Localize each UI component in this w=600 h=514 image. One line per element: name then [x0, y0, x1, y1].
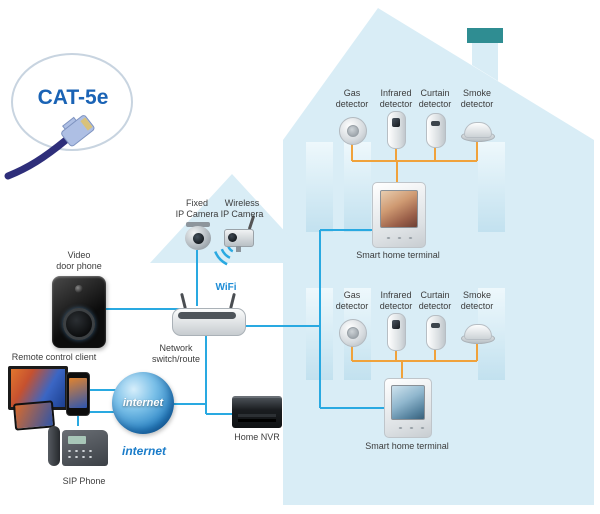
- fixed-ip-camera-label: Fixed IP Camera: [167, 198, 227, 219]
- video-door-phone-label: Video door phone: [39, 250, 119, 271]
- smart-home-terminal-label-lower: Smart home terminal: [365, 441, 449, 451]
- network-switch-device: [172, 292, 246, 338]
- smoke-detector-label-lower: Smoke detector: [460, 290, 494, 311]
- smartphone-device: [66, 372, 90, 416]
- sip-phone-handset: [48, 426, 60, 466]
- sip-phone-device: [48, 426, 108, 468]
- wireless-ip-camera-label-line1: Wireless: [224, 198, 260, 208]
- infrared-detector-icon-lower: [387, 313, 406, 351]
- curtain-detector-label-lower: Curtain detector: [418, 290, 452, 311]
- door-phone-speaker-icon: [63, 308, 95, 340]
- internet-globe-icon: internet: [112, 372, 174, 434]
- wireless-ip-camera-label-line2: IP Camera: [220, 208, 264, 219]
- window: [306, 142, 333, 232]
- smoke-detector-icon-upper: [461, 122, 495, 142]
- cat5e-badge-ellipse: [11, 53, 133, 151]
- network-switch-label-line1: Network: [159, 343, 193, 353]
- wireless-ip-camera-icon: [224, 220, 260, 256]
- curtain-detector-label-upper: Curtain detector: [418, 88, 452, 109]
- router-led-panel: [178, 312, 236, 319]
- gas-detector-label-upper: Gas detector: [335, 88, 369, 109]
- sip-phone-screen: [68, 436, 86, 444]
- infrared-detector-icon-upper: [387, 111, 406, 149]
- internet-caption: internet: [121, 444, 166, 458]
- home-nvr-device: [232, 396, 282, 428]
- wireless-ip-camera-label: Wireless IP Camera: [212, 198, 272, 219]
- curtain-detector-icon-upper: [426, 113, 446, 148]
- sip-phone-label: SIP Phone: [62, 476, 106, 486]
- smoke-detector-label-upper: Smoke detector: [460, 88, 494, 109]
- gas-detector-icon-lower: [339, 319, 367, 347]
- network-switch-label: Network switch/route: [134, 343, 218, 364]
- chimney-cap: [467, 28, 503, 43]
- sip-phone-keypad: [66, 448, 93, 462]
- gas-detector-icon-upper: [339, 117, 367, 145]
- home-nvr-label: Home NVR: [234, 432, 280, 442]
- ethernet-cable: [4, 136, 70, 180]
- infrared-detector-label-upper: Infrared detector: [379, 88, 413, 109]
- video-door-phone-label-line2: door phone: [56, 260, 102, 271]
- wifi-label: WiFi: [215, 282, 237, 293]
- window: [344, 142, 371, 232]
- fixed-ip-camera-label-line1: Fixed: [185, 198, 208, 208]
- video-door-phone-device: [52, 276, 106, 348]
- terminal-buttons: [383, 235, 416, 241]
- fixed-ip-camera-label-line2: IP Camera: [175, 208, 219, 219]
- remote-control-client-label: Remote control client: [11, 352, 97, 362]
- cat5e-label: CAT-5e: [37, 86, 109, 109]
- window: [478, 142, 505, 232]
- wireless-camera-stand: [236, 246, 241, 252]
- terminal-screen: [391, 385, 425, 420]
- smart-home-terminal-label-upper: Smart home terminal: [356, 250, 440, 260]
- gas-detector-label-lower: Gas detector: [335, 290, 369, 311]
- smart-home-terminal-upper-device: [372, 182, 426, 248]
- terminal-buttons: [395, 425, 428, 431]
- alarm-lines: [351, 141, 478, 380]
- chimney-shaft: [472, 42, 498, 81]
- terminal-screen: [380, 190, 418, 228]
- dome-camera-lens: [185, 226, 211, 250]
- wireless-camera-body: [224, 229, 254, 247]
- network-switch-label-line2: switch/route: [151, 353, 201, 364]
- smart-home-terminal-lower-device: [384, 378, 432, 438]
- rj45-connector: [61, 115, 95, 147]
- curtain-detector-icon-lower: [426, 315, 446, 350]
- internet-globe-text: internet: [122, 397, 164, 409]
- infrared-detector-label-lower: Infrared detector: [379, 290, 413, 311]
- video-door-phone-label-line1: Video: [67, 250, 91, 260]
- fixed-ip-camera-icon: [184, 222, 212, 250]
- smoke-detector-icon-lower: [461, 324, 495, 344]
- door-phone-camera-icon: [75, 285, 83, 293]
